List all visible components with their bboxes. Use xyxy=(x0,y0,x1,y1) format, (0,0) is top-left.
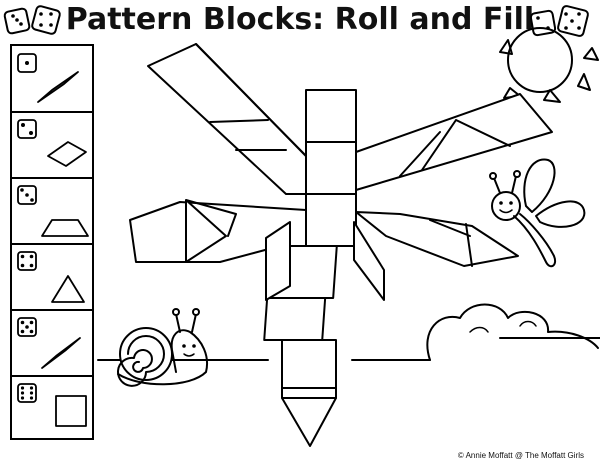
die-four-icon xyxy=(17,251,37,271)
copyright-credit: © Annie Moffatt @ The Moffatt Girls xyxy=(457,451,584,460)
thin-rhombus-icon xyxy=(37,71,79,103)
dice-icon xyxy=(529,5,589,37)
thin-rhombus-icon xyxy=(41,337,81,369)
snail-icon xyxy=(117,308,208,387)
bush-icon xyxy=(426,303,599,361)
die-six-icon xyxy=(17,383,37,403)
sun-icon xyxy=(499,27,599,103)
dice-icon xyxy=(3,5,61,35)
butterfly-icon xyxy=(489,158,586,268)
dragonfly-wings xyxy=(129,43,553,301)
die-one-icon xyxy=(17,53,37,73)
triangle-icon xyxy=(51,275,85,303)
die-three-icon xyxy=(17,185,37,205)
shape-key-panel xyxy=(10,44,94,440)
rhombus-icon xyxy=(47,141,87,167)
page-title: Pattern Blocks: Roll and Fill xyxy=(65,2,535,37)
die-two-icon xyxy=(17,119,37,139)
trapezoid-icon xyxy=(41,219,89,237)
die-five-icon xyxy=(17,317,37,337)
square-icon xyxy=(55,395,87,427)
